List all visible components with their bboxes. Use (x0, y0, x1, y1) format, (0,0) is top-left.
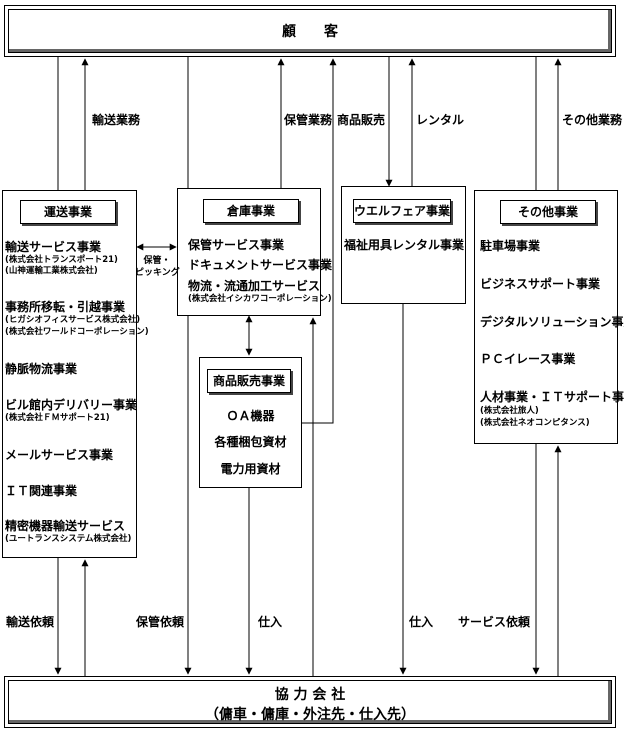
welfare-item-1: 福祉用具レンタル事業 (344, 238, 465, 252)
label-storage-service: 保管業務 (284, 111, 333, 128)
warehouse-item-1: 保管サービス事業 (188, 238, 285, 252)
sales-item-3: 電力用資材 (220, 462, 281, 476)
transport-item-2: 事務所移転・引越事業 (5, 300, 126, 314)
sales-item-2: 各種梱包資材 (214, 435, 287, 449)
other-item-3: デジタルソリューション事業 (480, 315, 624, 329)
label-transport-request: 輸送依頼 (6, 613, 55, 630)
transport-item-6: ＩＴ関連事業 (5, 484, 78, 498)
sales-item-1: ＯＡ機器 (226, 409, 275, 423)
other-header: その他事業 (500, 200, 596, 224)
transport-item-3: 静脈物流事業 (5, 362, 78, 376)
partner-subtitle: （傭車・傭庫・外注先・仕入先） (205, 707, 415, 723)
transport-item-1: 輸送サービス事業 (5, 240, 102, 254)
partner-bar: 協 力 会 社 （傭車・傭庫・外注先・仕入先） (4, 676, 616, 728)
transport-item-7: 精密機器輸送サービス (5, 519, 126, 533)
transport-item-2-sub-1: (ヒガシオフィスサービス株式会社) (5, 315, 141, 325)
label-other-service: その他業務 (562, 111, 623, 128)
transport-item-1-sub-2: (山神運輸工業株式会社) (5, 266, 98, 276)
label-rental: レンタル (416, 111, 465, 128)
label-transport-service: 輸送業務 (92, 111, 141, 128)
customer-bar: 顧 客 (4, 5, 616, 57)
partner-title: 協 力 会 社 (274, 687, 346, 703)
label-product-sales: 商品販売 (337, 111, 386, 128)
warehouse-item-3: 物流・流通加工サービス (188, 279, 321, 293)
other-item-5: 人材事業・ＩＴサポート事業 (480, 390, 624, 404)
transport-item-5: メールサービス事業 (5, 448, 114, 462)
label-purchase-welfare: 仕入 (409, 613, 434, 630)
label-storage-picking-1: 保管・ (143, 256, 171, 266)
transport-item-4: ビル館内デリバリー事業 (5, 398, 138, 412)
transport-item-1-sub-1: (株式会社トランスポート21) (5, 255, 118, 265)
warehouse-item-2: ドキュメントサービス事業 (188, 258, 333, 272)
other-item-5-sub-1: (株式会社旅人) (480, 406, 539, 416)
welfare-header: ウエルフェア事業 (353, 199, 451, 223)
transport-header: 運送事業 (20, 200, 116, 224)
warehouse-item-3-sub-1: (株式会社イシカワコーポレーション) (188, 294, 332, 304)
warehouse-header: 倉庫事業 (203, 199, 299, 223)
label-storage-request: 保管依頼 (136, 613, 185, 630)
transport-item-2-sub-2: (株式会社ワールドコーポレーション) (5, 327, 149, 337)
other-item-4: ＰＣイレース事業 (480, 352, 576, 366)
label-storage-picking-2: ピッキング (135, 268, 180, 278)
other-item-1: 駐車場事業 (480, 239, 541, 253)
arrow-product-sales (302, 58, 337, 424)
other-item-2: ビジネスサポート事業 (480, 277, 601, 291)
transport-item-7-sub-1: (ユートランスシステム株式会社) (5, 534, 132, 544)
other-item-5-sub-2: (株式会社ネオコンピタンス) (480, 418, 590, 428)
customer-label: 顧 客 (282, 24, 338, 40)
transport-business-box (2, 190, 137, 558)
other-business-box (474, 190, 618, 444)
sales-header: 商品販売事業 (207, 369, 291, 393)
label-service-request: サービス依頼 (458, 613, 531, 630)
transport-item-4-sub-1: (株式会社ＦＭサポート21) (5, 413, 110, 423)
label-purchase-sales: 仕入 (258, 613, 283, 630)
